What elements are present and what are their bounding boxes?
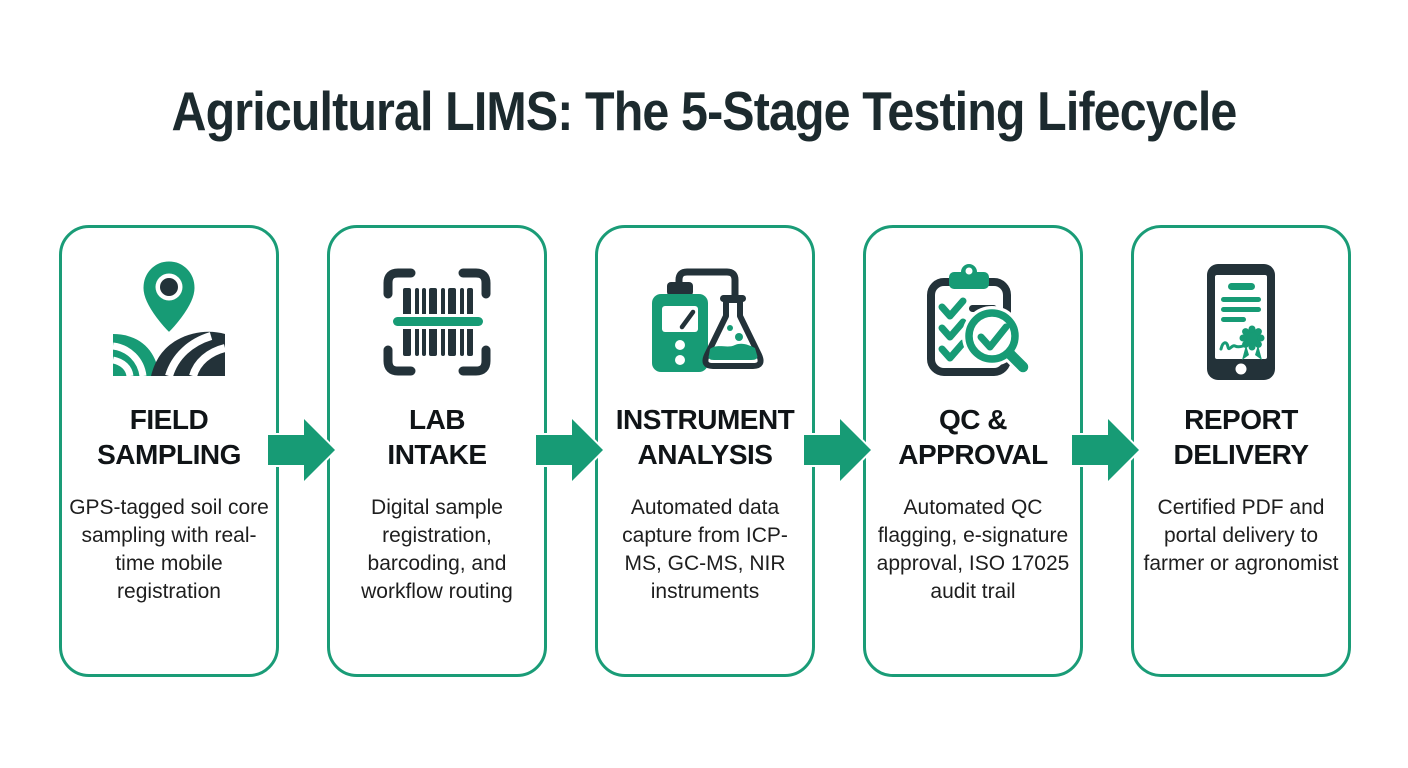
stage-description: Digital sample registration, barcoding, …	[361, 496, 513, 603]
instrument-flask-icon	[639, 256, 771, 388]
stage-title: INSTRUMENT ANALYSIS	[615, 404, 795, 470]
stage-description: Automated QC flagging, e-signature appro…	[876, 496, 1070, 603]
flow-arrow-icon	[802, 417, 873, 483]
stage-description: Certified PDF and portal delivery to far…	[1143, 496, 1339, 575]
stage-title: FIELD SAMPLING	[97, 404, 241, 470]
stage-title: REPORT DELIVERY	[1173, 404, 1310, 470]
stage-card-qc-approval: QC & APPROVAL Automated QC flagging, e-s…	[863, 225, 1083, 677]
flow-arrow-icon	[266, 417, 337, 483]
stage-card-instrument-analysis: INSTRUMENT ANALYSIS Automated data captu…	[595, 225, 815, 677]
stage-title: LAB INTAKE	[387, 404, 487, 470]
tablet-report-icon	[1175, 256, 1307, 388]
flow-arrow-icon	[534, 417, 605, 483]
qc-checklist-magnifier-icon	[907, 256, 1039, 388]
stage-description: GPS-tagged soil core sampling with real-…	[69, 496, 269, 603]
flow-arrow-icon	[1070, 417, 1141, 483]
stage-card-lab-intake: LAB INTAKE Digital sample registration, …	[327, 225, 547, 677]
barcode-scan-icon	[371, 256, 503, 388]
stage-card-report-delivery: REPORT DELIVERY Certified PDF and portal…	[1131, 225, 1351, 677]
stage-title: QC & APPROVAL	[898, 404, 1048, 470]
stage-card-field-sampling: FIELD SAMPLING GPS-tagged soil core samp…	[59, 225, 279, 677]
map-pin-field-icon	[103, 256, 235, 388]
page-title: Agricultural LIMS: The 5-Stage Testing L…	[171, 80, 1238, 142]
stage-description: Automated data capture from ICP-MS, GC-M…	[622, 496, 788, 603]
